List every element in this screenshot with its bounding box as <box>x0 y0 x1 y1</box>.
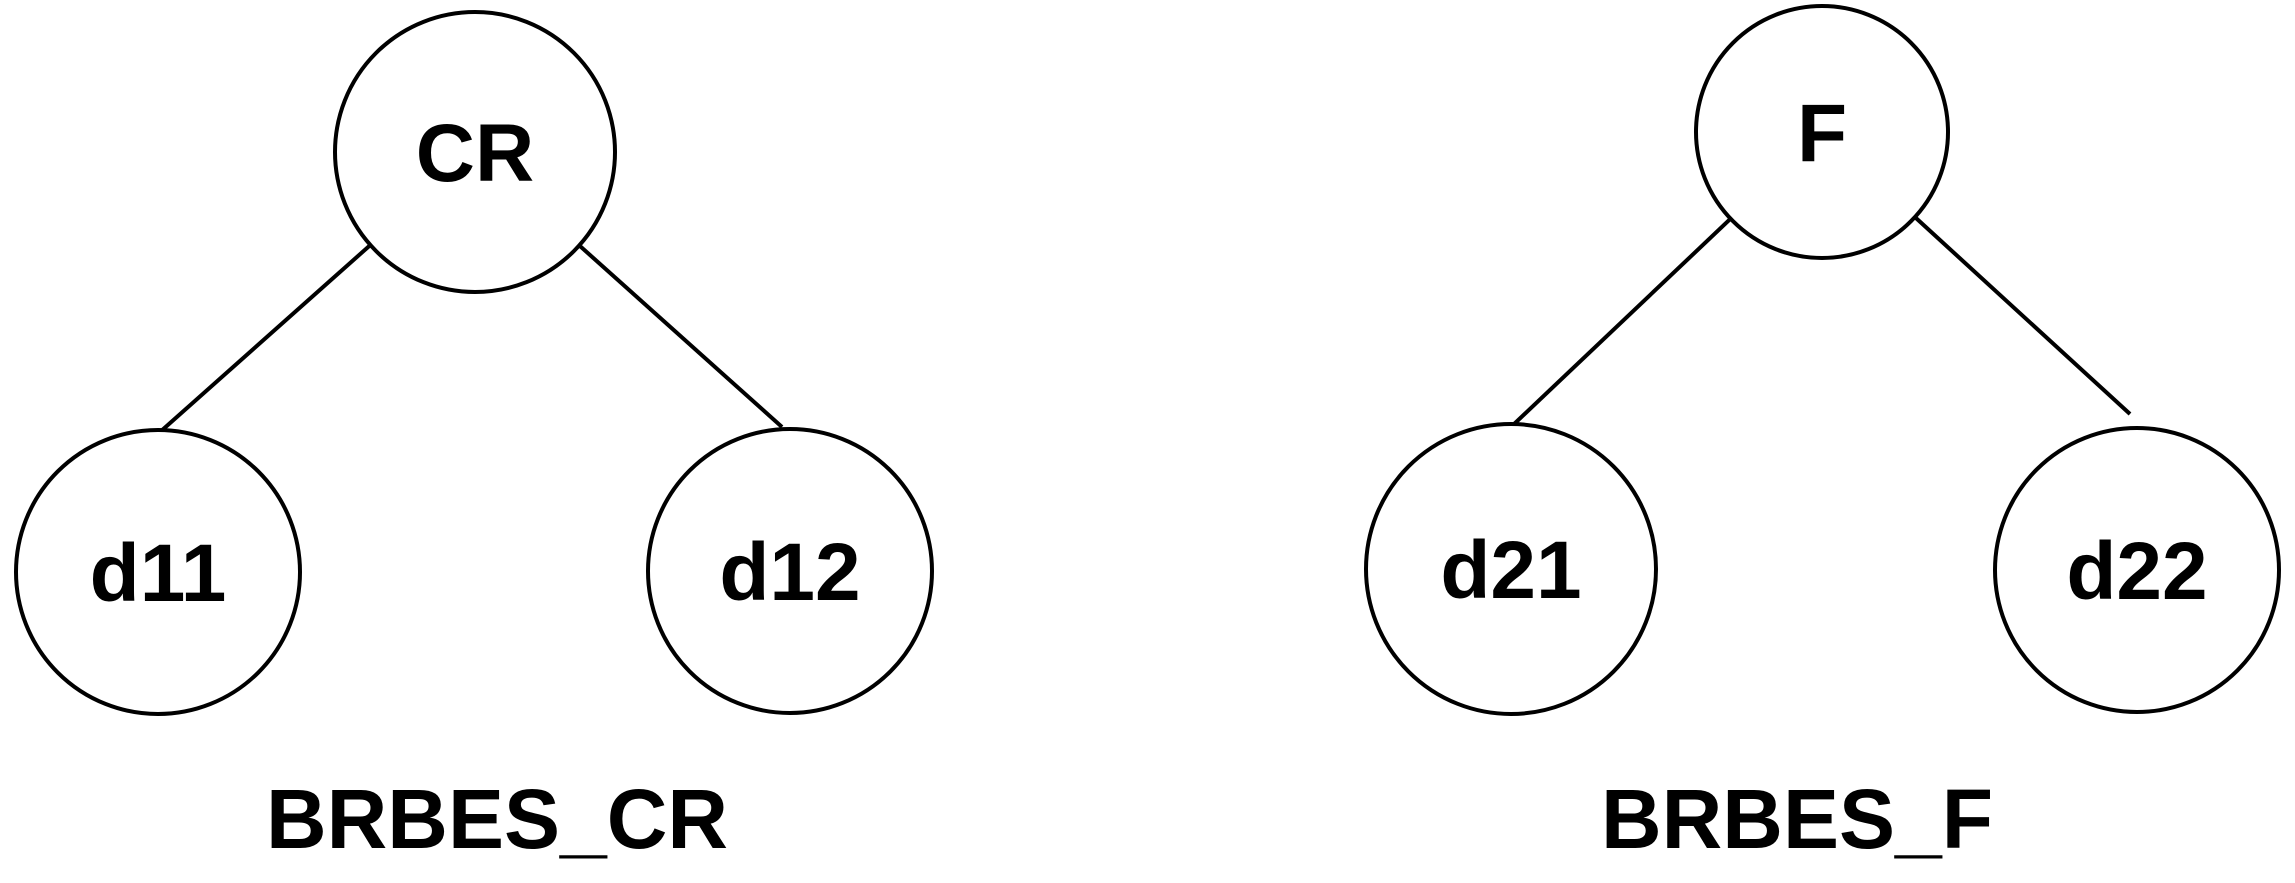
tree-caption-brbes-f: BRBES_F <box>1601 772 1993 866</box>
node-f-label: F <box>1797 88 1847 179</box>
tree-brbes-f: F d21 d22 BRBES_F <box>1364 4 2281 866</box>
node-d12-circle <box>646 427 934 715</box>
node-d12-label: d12 <box>719 527 860 618</box>
node-d22-circle <box>1993 426 2281 714</box>
node-d11-label: d11 <box>90 528 227 619</box>
tree-caption-brbes-cr: BRBES_CR <box>266 772 728 866</box>
node-d22-label: d22 <box>2066 526 2207 617</box>
node-d11-circle <box>14 428 302 716</box>
node-f-circle <box>1694 4 1950 260</box>
node-cr-label: CR <box>416 108 534 199</box>
tree-brbes-cr: CR d11 d12 BRBES_CR <box>14 10 934 866</box>
node-d21-circle <box>1364 422 1658 716</box>
node-d21-label: d21 <box>1440 525 1581 616</box>
node-cr-circle <box>333 10 617 294</box>
